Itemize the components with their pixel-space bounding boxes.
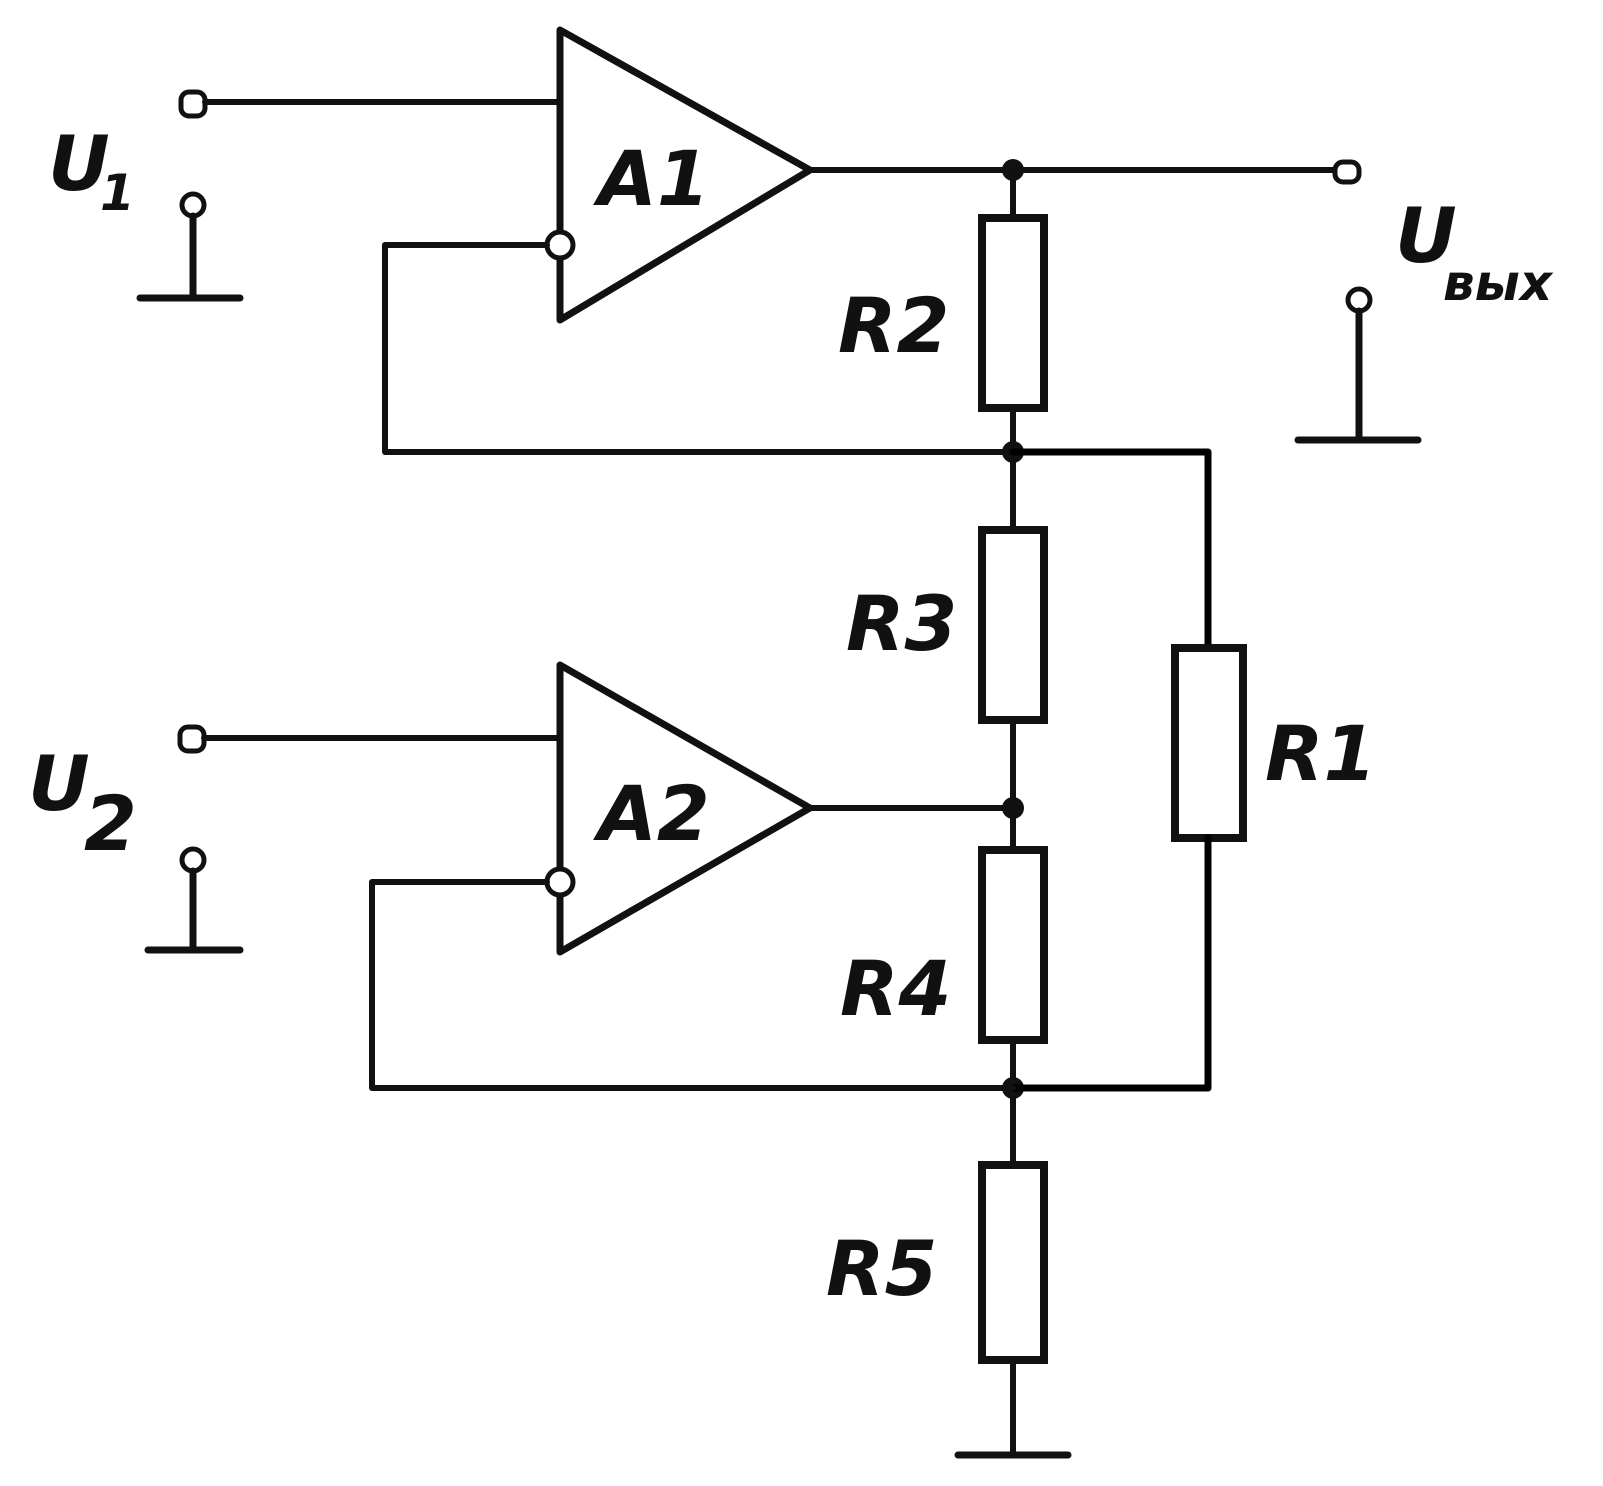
- resistor-r5-label: R5: [826, 1224, 937, 1313]
- resistor-r2-label: R2: [838, 281, 949, 370]
- a2-feedback-wire: [369, 879, 1016, 1091]
- u2-label-subscript: 2: [84, 779, 137, 868]
- resistor-r1-label: R1: [1265, 709, 1376, 798]
- uout-label: U вых: [1395, 191, 1554, 312]
- resistor-r4-label: R4: [840, 944, 951, 1033]
- resistor-r4: [978, 805, 1048, 1091]
- u1-label-subscript: 1: [100, 164, 135, 222]
- u2-label: U 2: [28, 739, 137, 868]
- u2-ground-symbol: [144, 846, 244, 954]
- resistor-r5: [978, 1085, 1048, 1458]
- a1-feedback-wire: [382, 242, 1016, 455]
- a1-output-wire: [807, 159, 1338, 181]
- u1-ground-symbol: [136, 191, 244, 302]
- uout-terminal: [1332, 159, 1362, 185]
- resistor-r3: [978, 449, 1048, 811]
- resistor-r2: [978, 167, 1048, 455]
- u1-label-symbol: U: [48, 119, 110, 208]
- u1-label: U 1: [48, 119, 135, 222]
- uout-label-symbol: U: [1395, 191, 1457, 280]
- uout-ground-symbol: [1294, 286, 1422, 444]
- u1-input-terminal: [178, 89, 563, 119]
- u2-input-terminal: [177, 724, 563, 754]
- resistor-r1: [1009, 448, 1247, 1092]
- opamp-a2: [544, 661, 814, 956]
- opamp-a1-label: A1: [593, 134, 710, 223]
- resistor-r3-label: R3: [846, 579, 957, 668]
- uout-label-subscript: вых: [1443, 254, 1554, 312]
- opamp-a2-label: A2: [593, 769, 710, 858]
- u2-label-symbol: U: [28, 739, 90, 828]
